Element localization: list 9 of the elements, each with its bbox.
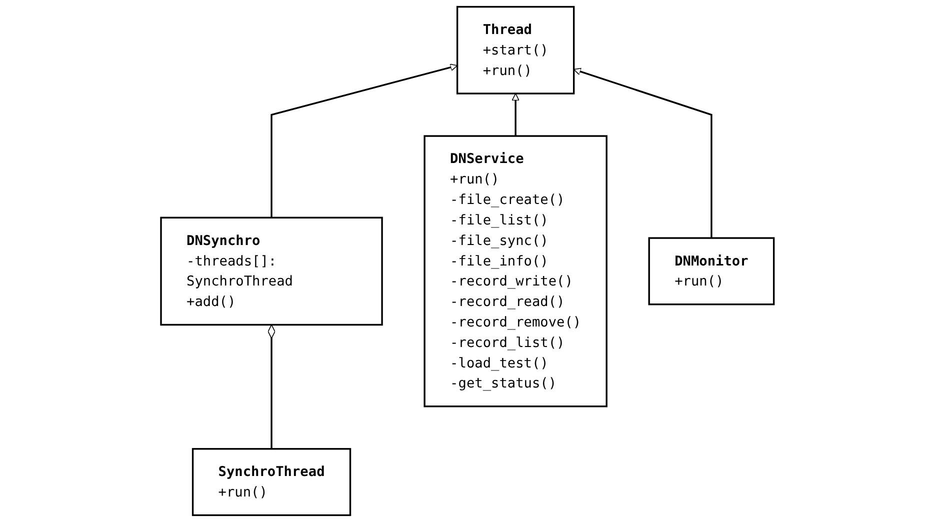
arrow xyxy=(270,64,458,218)
node-box: DNSynchro -threads[]: SynchroThread +add() xyxy=(160,216,382,326)
connector xyxy=(267,324,275,449)
node-box: DNService +run() -file_create() -file_list() -file_sync() -file_info() -record_write() -record_read() -record_remove() -record_list() -load_test() -get_status() xyxy=(423,135,608,408)
arrow xyxy=(511,93,519,136)
arrow xyxy=(573,68,712,238)
node-box: DNMonitor +run() xyxy=(648,237,774,306)
node-box: Thread +start() +run() xyxy=(456,6,574,94)
node-box: SynchroThread +run() xyxy=(192,448,351,516)
